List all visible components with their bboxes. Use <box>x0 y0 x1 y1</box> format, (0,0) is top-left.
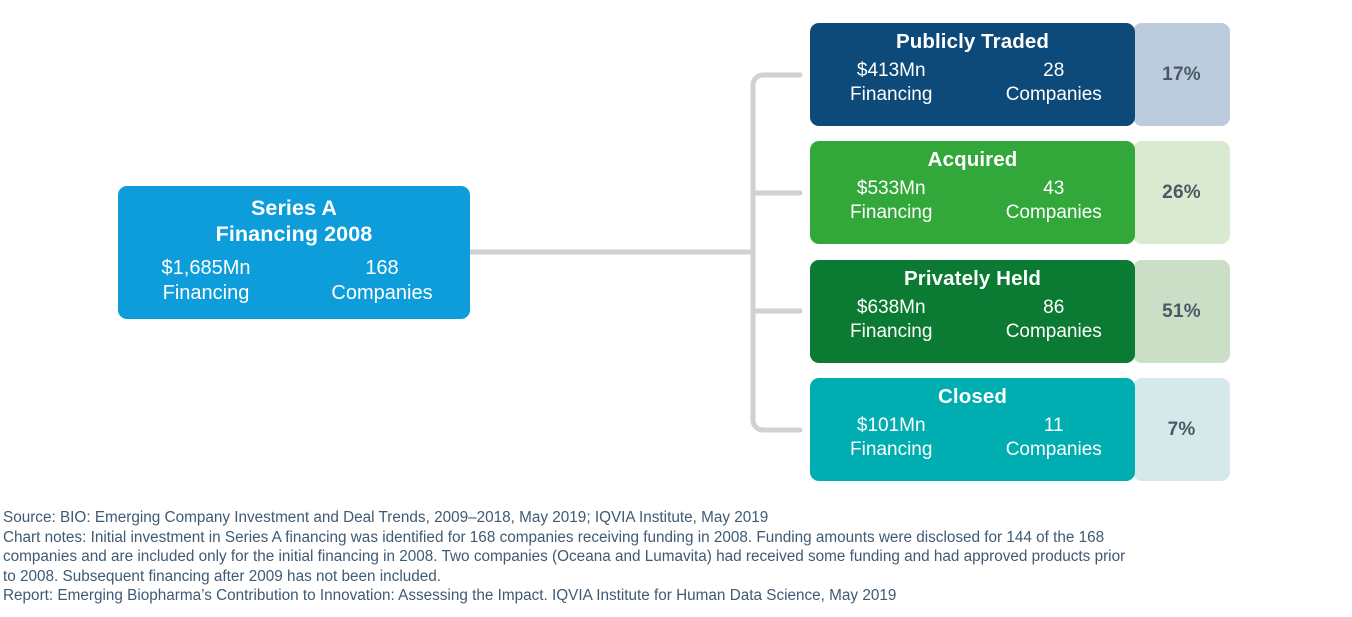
footnote-report: Report: Emerging Biopharma’s Contributio… <box>3 587 897 604</box>
card-title-privately-held: Privately Held <box>904 267 1041 290</box>
root-financing-value: $1,685Mn <box>161 257 251 279</box>
financing-label-privately-held: Financing <box>850 321 933 342</box>
percent-value-privately-held: 51% <box>1162 300 1201 322</box>
companies-label-privately-held: Companies <box>1005 321 1102 342</box>
root-title-line-2: Financing 2008 <box>215 222 373 246</box>
companies-value-privately-held: 86 <box>1043 297 1065 318</box>
companies-label-acquired: Companies <box>1005 202 1102 223</box>
card-acquired: Acquired $533Mn Financing 43 Companies <box>810 141 1135 244</box>
companies-label-publicly-traded: Companies <box>1005 84 1102 105</box>
percent-panel-privately-held: 51% <box>1133 260 1230 363</box>
companies-stat-acquired: 43 Companies <box>973 177 1136 225</box>
root-financing-stat: $1,685Mn Financing <box>118 256 294 306</box>
card-closed: Closed $101Mn Financing 11 Companies <box>810 378 1135 481</box>
root-title-line-1: Series A <box>250 196 338 220</box>
card-stats-privately-held: $638Mn Financing 86 Companies <box>810 296 1135 344</box>
node-closed: 7% Closed $101Mn Financing 11 Companies <box>810 378 1230 481</box>
card-privately-held: Privately Held $638Mn Financing 86 Compa… <box>810 260 1135 363</box>
companies-stat-publicly-traded: 28 Companies <box>973 59 1136 107</box>
card-stats-publicly-traded: $413Mn Financing 28 Companies <box>810 59 1135 107</box>
footnote-chart-notes-line-3: to 2008. Subsequent financing after 2009… <box>3 567 442 585</box>
financing-value-privately-held: $638Mn <box>856 297 926 318</box>
financing-stat-publicly-traded: $413Mn Financing <box>810 59 973 107</box>
card-title-closed: Closed <box>938 385 1007 408</box>
financing-label-closed: Financing <box>850 439 933 460</box>
root-financing-label: Financing <box>162 282 250 304</box>
companies-stat-closed: 11 Companies <box>973 414 1136 462</box>
financing-label-acquired: Financing <box>850 202 933 223</box>
node-acquired: 26% Acquired $533Mn Financing 43 Compani… <box>810 141 1230 244</box>
companies-stat-privately-held: 86 Companies <box>973 296 1136 344</box>
financing-value-publicly-traded: $413Mn <box>856 60 926 81</box>
card-publicly-traded: Publicly Traded $413Mn Financing 28 Comp… <box>810 23 1135 126</box>
root-node-series-a: Series A Financing 2008 $1,685Mn Financi… <box>118 186 470 319</box>
footnote-chart-notes-line-2: companies and are included only for the … <box>3 548 1126 565</box>
footnotes: Source: BIO: Emerging Company Investment… <box>3 508 1349 606</box>
percent-value-publicly-traded: 17% <box>1162 63 1201 85</box>
financing-value-acquired: $533Mn <box>856 178 926 199</box>
root-companies-value: 168 <box>365 257 399 279</box>
financing-stat-privately-held: $638Mn Financing <box>810 296 973 344</box>
root-node-title: Series A Financing 2008 <box>118 195 470 247</box>
node-publicly-traded: 17% Publicly Traded $413Mn Financing 28 … <box>810 23 1230 126</box>
percent-value-acquired: 26% <box>1162 181 1201 203</box>
financing-label-publicly-traded: Financing <box>850 84 933 105</box>
root-companies-stat: 168 Companies <box>294 256 470 306</box>
financing-value-closed: $101Mn <box>856 415 926 436</box>
companies-value-acquired: 43 <box>1043 178 1065 199</box>
footnote-chart-notes-line-1: Chart notes: Initial investment in Serie… <box>3 528 1105 546</box>
companies-label-closed: Companies <box>1005 439 1102 460</box>
card-stats-acquired: $533Mn Financing 43 Companies <box>810 177 1135 225</box>
node-privately-held: 51% Privately Held $638Mn Financing 86 C… <box>810 260 1230 363</box>
card-title-acquired: Acquired <box>927 148 1018 171</box>
financing-stat-acquired: $533Mn Financing <box>810 177 973 225</box>
companies-value-closed: 11 <box>1043 415 1064 436</box>
percent-value-closed: 7% <box>1167 418 1196 440</box>
percent-panel-acquired: 26% <box>1133 141 1230 244</box>
financing-stat-closed: $101Mn Financing <box>810 414 973 462</box>
card-title-publicly-traded: Publicly Traded <box>895 30 1050 53</box>
root-companies-label: Companies <box>331 282 433 304</box>
root-node-stats: $1,685Mn Financing 168 Companies <box>118 256 470 306</box>
percent-panel-closed: 7% <box>1133 378 1230 481</box>
card-stats-closed: $101Mn Financing 11 Companies <box>810 414 1135 462</box>
percent-panel-publicly-traded: 17% <box>1133 23 1230 126</box>
companies-value-publicly-traded: 28 <box>1043 60 1065 81</box>
footnote-source: Source: BIO: Emerging Company Investment… <box>3 509 769 526</box>
